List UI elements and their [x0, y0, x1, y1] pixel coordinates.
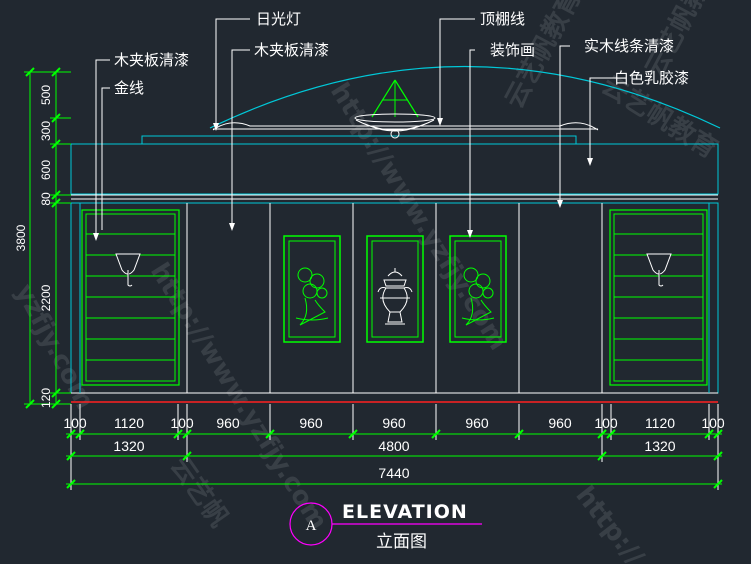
panel-dividers [186, 203, 603, 393]
watermark: http://www.yzfjy.com [144, 258, 333, 536]
hdim-960: 960 [382, 415, 406, 431]
hdim-1320: 1320 [113, 438, 144, 454]
chandelier [354, 79, 436, 139]
vertical-dim-lines [24, 71, 71, 405]
vdim-300: 300 [39, 121, 53, 141]
ceiling-arch [209, 65, 721, 129]
vdim-500: 500 [39, 85, 53, 105]
bubble-letter: A [306, 518, 317, 534]
decorative-painting-right [449, 235, 507, 343]
label-plywood-varnish-mid: 木夹板清漆 [254, 41, 329, 59]
hdim-960: 960 [216, 415, 240, 431]
hdim-960: 960 [299, 415, 323, 431]
left-wall-sconce [115, 253, 141, 287]
leader-arrowheads [93, 118, 593, 241]
title-elevation: ELEVATION [342, 501, 468, 523]
label-decorative-painting: 装饰画 [490, 41, 535, 59]
hdim-1120: 1120 [114, 415, 144, 431]
hdim-960: 960 [548, 415, 572, 431]
decorative-painting-left [283, 235, 341, 343]
label-white-latex-paint: 白色乳胶漆 [614, 69, 689, 87]
title-block: A ELEVATION 立面图 [289, 501, 482, 552]
frieze-band [70, 143, 719, 195]
label-ceiling-line: 顶棚线 [480, 10, 525, 28]
vdim-80: 80 [39, 192, 53, 206]
leader-lines [95, 18, 625, 235]
vdim-120: 120 [39, 388, 53, 408]
hdim-4800: 4800 [378, 438, 409, 454]
hdim-1320: 1320 [644, 438, 675, 454]
decorative-painting-center [366, 235, 424, 343]
hdim-100: 100 [170, 415, 194, 431]
watermark: 云艺帆 [164, 452, 233, 533]
hdim-1120: 1120 [645, 415, 675, 431]
right-wall-sconce [646, 253, 672, 287]
hdim-100: 100 [594, 415, 618, 431]
label-gold-line: 金线 [114, 79, 144, 97]
left-wood-panel [81, 209, 180, 386]
title-subtitle: 立面图 [376, 532, 427, 552]
hdim-100: 100 [63, 415, 87, 431]
hdim-total: 7440 [378, 465, 409, 481]
horizontal-dim-lines [66, 433, 722, 485]
label-daylight-lamp: 日光灯 [256, 10, 301, 28]
watermark: http://www.yzfjy.com [324, 78, 513, 356]
hdim-100: 100 [701, 415, 725, 431]
vdim-600: 600 [39, 160, 53, 180]
hdim-960: 960 [465, 415, 489, 431]
cornice-profile [212, 122, 599, 131]
label-plywood-varnish-top: 木夹板清漆 [114, 51, 189, 69]
vdim-total: 3800 [14, 224, 28, 251]
horizontal-dim-ticks [66, 429, 723, 489]
vertical-dim-ticks [25, 67, 61, 409]
label-solid-wood-strip: 实木线条清漆 [584, 37, 674, 55]
vdim-2200: 2200 [39, 284, 53, 311]
right-wood-panel [609, 209, 708, 386]
watermark: http:// [569, 481, 649, 564]
